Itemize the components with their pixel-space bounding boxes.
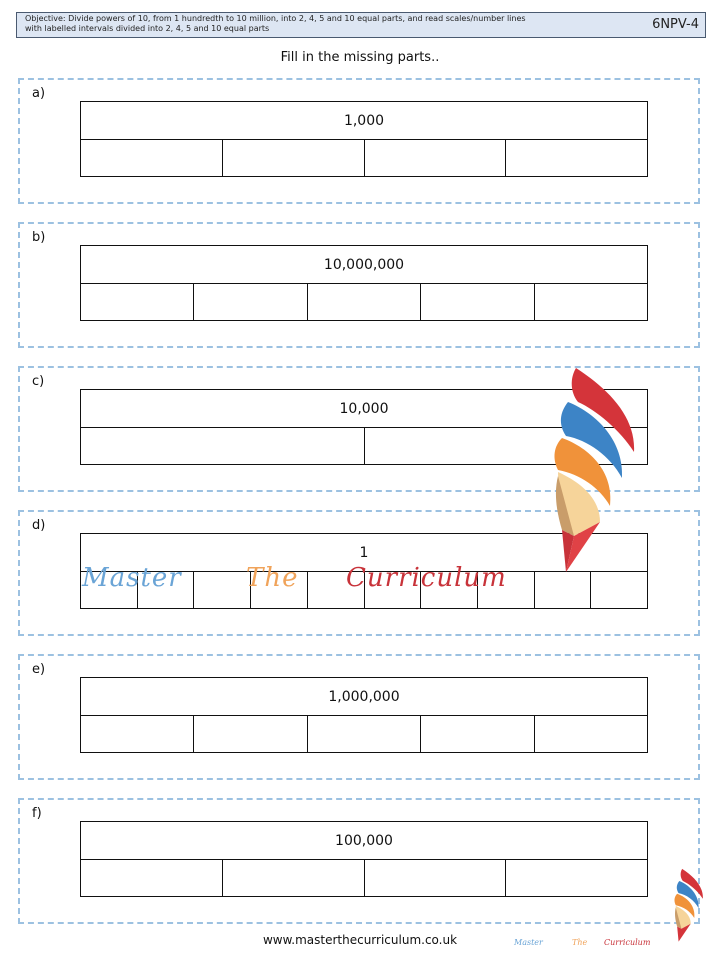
bar-model: 1,000,000: [80, 677, 648, 753]
bar-part-cell[interactable]: [308, 284, 422, 321]
question-section: a) 1,000: [18, 78, 700, 204]
question-section: d) 1: [18, 510, 700, 636]
question-label: a): [32, 86, 46, 101]
bar-whole-value: 1,000,000: [81, 678, 647, 716]
question-label: f): [32, 806, 42, 821]
bar-model: 10,000,000: [80, 245, 648, 321]
question-label: e): [32, 662, 46, 677]
question-section: f) 100,000: [18, 798, 700, 924]
bar-part-cell[interactable]: [308, 572, 365, 609]
question-section: c) 10,000: [18, 366, 700, 492]
bar-part-cell[interactable]: [194, 284, 308, 321]
bar-part-cell[interactable]: [81, 428, 365, 465]
bar-whole-value: 100,000: [81, 822, 647, 860]
bar-model: 1,000: [80, 101, 648, 177]
bar-part-cell[interactable]: [223, 860, 365, 897]
objective-line-2: with labelled intervals divided into 2, …: [25, 24, 270, 33]
bar-part-cell[interactable]: [138, 572, 195, 609]
question-section: e) 1,000,000: [18, 654, 700, 780]
bar-part-cell[interactable]: [421, 284, 535, 321]
objective-line-1: Objective: Divide powers of 10, from 1 h…: [25, 14, 526, 23]
objective-text: Objective: Divide powers of 10, from 1 h…: [25, 14, 625, 34]
bar-parts-row: [81, 428, 647, 465]
bar-part-cell[interactable]: [365, 140, 507, 177]
instructions: Fill in the missing parts..: [280, 50, 440, 65]
bar-parts-row: [81, 572, 647, 609]
bar-part-cell[interactable]: [81, 716, 195, 753]
bar-part-cell[interactable]: [81, 860, 223, 897]
bar-part-cell[interactable]: [591, 572, 647, 609]
bar-part-cell[interactable]: [194, 572, 252, 609]
bar-part-cell[interactable]: [365, 428, 648, 465]
bar-part-cell[interactable]: [81, 572, 138, 609]
bar-part-cell[interactable]: [308, 716, 422, 753]
bar-part-cell[interactable]: [365, 572, 422, 609]
footer-url: www.masterthecurriculum.co.uk: [262, 933, 458, 947]
bar-part-cell[interactable]: [223, 140, 365, 177]
bar-whole-value: 10,000: [81, 390, 647, 428]
bar-model: 100,000: [80, 821, 648, 897]
bar-part-cell[interactable]: [81, 284, 195, 321]
question-label: b): [32, 230, 46, 245]
bar-part-cell[interactable]: [535, 716, 647, 753]
bar-parts-row: [81, 716, 647, 753]
bar-whole-value: 1: [81, 534, 647, 572]
bar-part-cell[interactable]: [251, 572, 308, 609]
bar-part-cell[interactable]: [421, 572, 478, 609]
bar-part-cell[interactable]: [421, 716, 535, 753]
question-label: c): [32, 374, 45, 389]
curriculum-code: 6NPV-4: [652, 17, 699, 32]
question-label: d): [32, 518, 46, 533]
bar-part-cell[interactable]: [506, 140, 647, 177]
bar-model: 10,000: [80, 389, 648, 465]
bar-part-cell[interactable]: [81, 140, 223, 177]
bar-parts-row: [81, 284, 647, 321]
bar-part-cell[interactable]: [365, 860, 507, 897]
bar-parts-row: [81, 140, 647, 177]
bar-part-cell[interactable]: [535, 572, 592, 609]
bar-whole-value: 1,000: [81, 102, 647, 140]
bar-part-cell[interactable]: [478, 572, 535, 609]
bar-whole-value: 10,000,000: [81, 246, 647, 284]
bar-model: 1: [80, 533, 648, 609]
bar-part-cell[interactable]: [194, 716, 308, 753]
bar-part-cell[interactable]: [535, 284, 647, 321]
bar-part-cell[interactable]: [506, 860, 647, 897]
bar-parts-row: [81, 860, 647, 897]
objective-header: Objective: Divide powers of 10, from 1 h…: [16, 12, 706, 38]
question-section: b) 10,000,000: [18, 222, 700, 348]
